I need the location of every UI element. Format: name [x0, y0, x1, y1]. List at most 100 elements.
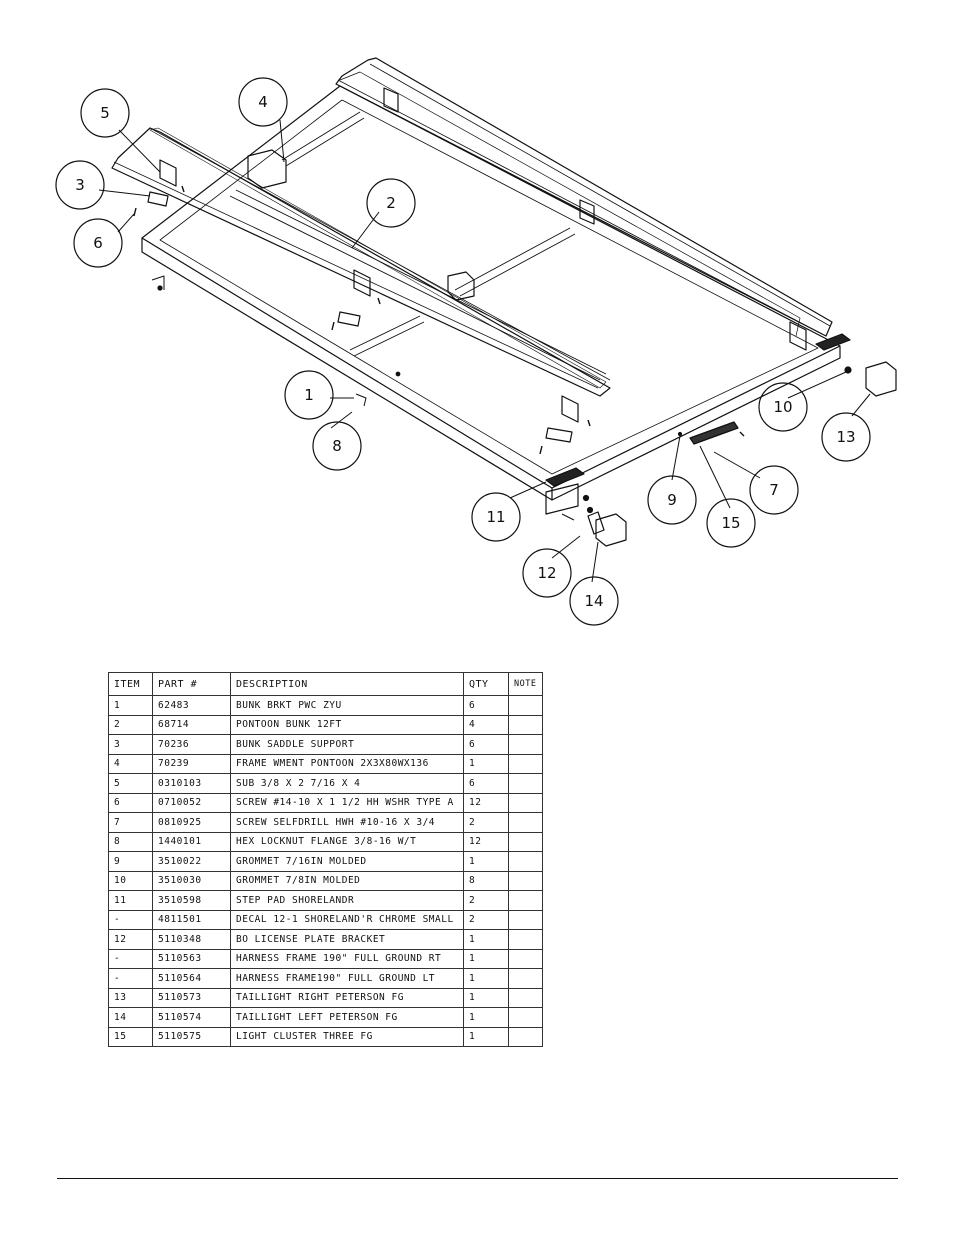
cell-item: - — [108, 909, 153, 930]
cell-item: - — [108, 948, 153, 969]
cell-item: 4 — [108, 753, 153, 774]
step-pad — [815, 333, 851, 351]
cell-description: TAILLIGHT LEFT PETERSON FG — [230, 1007, 464, 1028]
callout-15: 15 — [721, 514, 740, 532]
callout-6: 6 — [93, 234, 103, 252]
cell-item: 8 — [108, 831, 153, 852]
cell-part: 5110574 — [152, 1007, 231, 1028]
cell-qty: 12 — [463, 792, 509, 813]
callout-14: 14 — [584, 592, 603, 610]
frame-inner — [159, 99, 819, 475]
callout-4: 4 — [258, 93, 268, 111]
saddle-bracket — [147, 191, 169, 207]
cell-item: 15 — [108, 1026, 153, 1047]
cross-member — [454, 227, 576, 297]
cell-description: GROMMET 7/16IN MOLDED — [230, 851, 464, 872]
cell-part: 62483 — [152, 695, 231, 716]
cell-note — [508, 714, 543, 735]
cell-description: HEX LOCKNUT FLANGE 3/8-16 W/T — [230, 831, 464, 852]
cell-part: 68714 — [152, 714, 231, 735]
cell-qty: 1 — [463, 948, 509, 969]
cell-note — [508, 695, 543, 716]
bunk-rail — [335, 57, 833, 337]
cell-part: 5110573 — [152, 987, 231, 1008]
cell-item: - — [108, 968, 153, 989]
cell-item: 7 — [108, 812, 153, 833]
callout-13: 13 — [836, 428, 855, 446]
cell-description: STEP PAD SHORELANDR — [230, 890, 464, 911]
footer-rule — [57, 1178, 898, 1179]
cell-note — [508, 1007, 543, 1028]
bunk-bracket — [579, 199, 595, 225]
cell-part: 5110563 — [152, 948, 231, 969]
taillight-left — [595, 513, 627, 547]
callout-8: 8 — [332, 437, 342, 455]
cell-note — [508, 948, 543, 969]
cell-item: 10 — [108, 870, 153, 891]
cell-note — [508, 929, 543, 950]
cell-part: 3510030 — [152, 870, 231, 891]
bunk-bracket — [561, 395, 579, 423]
cell-note — [508, 851, 543, 872]
callout-3: 3 — [75, 176, 85, 194]
callout-7: 7 — [769, 481, 779, 499]
exploded-assembly-diagram: 1 2 3 4 5 6 7 8 9 10 11 12 13 14 15 — [55, 57, 897, 626]
callout-1: 1 — [304, 386, 314, 404]
cell-item: 1 — [108, 695, 153, 716]
license-mount — [587, 511, 605, 535]
cross-member — [229, 189, 607, 381]
step-pad — [545, 467, 585, 487]
cell-part: 0710052 — [152, 792, 231, 813]
bunk-bracket — [159, 159, 177, 187]
cell-note — [508, 870, 543, 891]
callout-10: 10 — [773, 398, 792, 416]
taillight-right — [865, 361, 897, 397]
frame-box — [447, 271, 475, 301]
cell-qty: 2 — [463, 909, 509, 930]
cell-item: 2 — [108, 714, 153, 735]
cell-part: 0810925 — [152, 812, 231, 833]
cell-note — [508, 987, 543, 1008]
cell-item: 12 — [108, 929, 153, 950]
cell-qty: 1 — [463, 987, 509, 1008]
cell-part: 0310103 — [152, 773, 231, 794]
header-part: PART # — [152, 672, 231, 696]
cell-item: 14 — [108, 1007, 153, 1028]
cell-qty: 4 — [463, 714, 509, 735]
callout-12: 12 — [537, 564, 556, 582]
callout-2: 2 — [386, 194, 396, 212]
cell-description: BUNK BRKT PWC ZYU — [230, 695, 464, 716]
cell-part: 3510598 — [152, 890, 231, 911]
cell-description: GROMMET 7/8IN MOLDED — [230, 870, 464, 891]
bunk-bracket — [383, 87, 399, 113]
cell-description: HARNESS FRAME190" FULL GROUND LT — [230, 968, 464, 989]
bunk-bracket — [353, 269, 371, 297]
cell-qty: 8 — [463, 870, 509, 891]
header-qty: QTY — [463, 672, 509, 696]
cell-item: 9 — [108, 851, 153, 872]
cross-member — [281, 111, 365, 167]
cell-part: 4811501 — [152, 909, 231, 930]
cell-qty: 1 — [463, 753, 509, 774]
cell-qty: 2 — [463, 890, 509, 911]
cell-description: BUNK SADDLE SUPPORT — [230, 734, 464, 755]
cell-description: FRAME WMENT PONTOON 2X3X80WX136 — [230, 753, 464, 774]
cell-part: 3510022 — [152, 851, 231, 872]
callout-5: 5 — [100, 104, 110, 122]
bunk-rail — [149, 127, 607, 389]
frame-box — [247, 149, 287, 189]
cell-note — [508, 792, 543, 813]
cell-part: 70239 — [152, 753, 231, 774]
cell-qty: 1 — [463, 929, 509, 950]
header-note: NOTE — [508, 672, 543, 696]
light-cluster — [689, 421, 739, 445]
